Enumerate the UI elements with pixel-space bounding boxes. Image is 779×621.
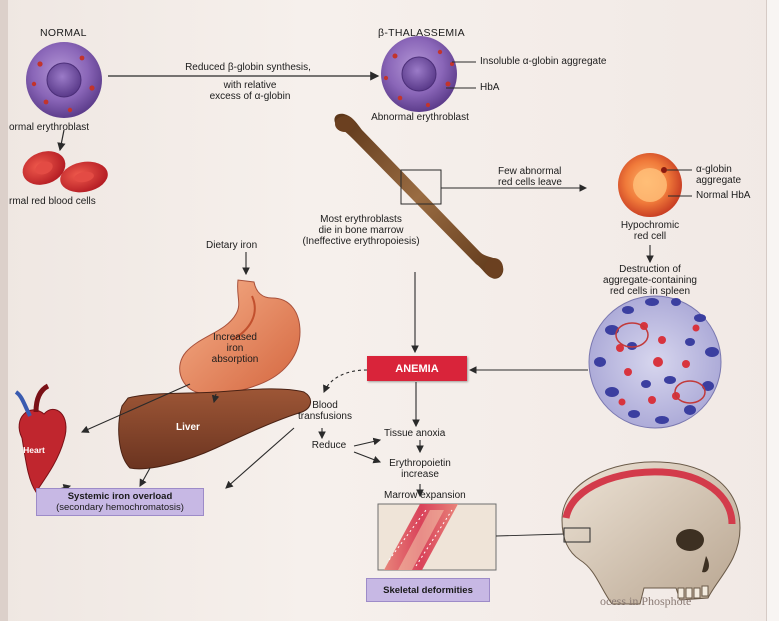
systemic-iron-overload-box: Systemic iron overload (secondary hemoch… bbox=[36, 488, 204, 516]
destruction-label: Destruction of aggregate-containing red … bbox=[590, 264, 710, 297]
systemic-iron-overload-title: Systemic iron overload bbox=[68, 491, 173, 502]
normal-erythroblast-label: ormal erythroblast bbox=[9, 122, 89, 133]
femur-bone bbox=[334, 114, 503, 279]
increased-iron-label: Increased iron absorption bbox=[200, 332, 270, 365]
normal-hba-label: Normal HbA bbox=[696, 190, 750, 201]
bottom-heading-fragment: ocess in Phosphote bbox=[600, 596, 691, 607]
normal-red-blood-cells bbox=[18, 145, 110, 195]
skeletal-deformities-box: Skeletal deformities bbox=[366, 578, 490, 602]
normal-rbc-label: rmal red blood cells bbox=[9, 196, 96, 207]
liver-label: Liver bbox=[158, 422, 218, 433]
insoluble-aggregate-label: Insoluble α-globin aggregate bbox=[480, 56, 606, 67]
few-abnormal-label: Few abnormal red cells leave bbox=[498, 166, 562, 188]
skull bbox=[562, 462, 740, 604]
erythropoietin-label: Erythropoietin increase bbox=[380, 458, 460, 480]
normal-heading: NORMAL bbox=[40, 28, 87, 39]
normal-erythroblast bbox=[26, 42, 102, 118]
most-erythroblasts-label: Most erythroblasts die in bone marrow (I… bbox=[286, 214, 436, 247]
dietary-iron-label: Dietary iron bbox=[206, 240, 257, 251]
skeletal-deformities-label: Skeletal deformities bbox=[383, 585, 473, 596]
abnormal-erythroblast bbox=[381, 36, 457, 112]
beta-thalassemia-heading: β-THALASSEMIA bbox=[378, 28, 465, 39]
reduce-label: Reduce bbox=[304, 440, 354, 451]
marrow-expansion-illustration bbox=[378, 504, 496, 570]
heart bbox=[16, 386, 66, 492]
hypochromic-red-cell bbox=[618, 153, 682, 217]
tissue-anoxia-label: Tissue anoxia bbox=[384, 428, 445, 439]
relative-excess-label: with relative excess of α-globin bbox=[185, 80, 315, 102]
alpha-aggregate-label: α-globin aggregate bbox=[696, 164, 741, 186]
spleen-section bbox=[589, 296, 721, 428]
marrow-expansion-label: Marrow expansion bbox=[384, 490, 466, 501]
hypochromic-label: Hypochromic red cell bbox=[610, 220, 690, 242]
blood-transfusions-label: Blood transfusions bbox=[290, 400, 360, 422]
heart-label: Heart bbox=[14, 445, 54, 456]
reduced-synthesis-label: Reduced β-globin synthesis, bbox=[148, 62, 348, 73]
anemia-box: ANEMIA bbox=[367, 356, 467, 381]
hba-label: HbA bbox=[480, 82, 499, 93]
abnormal-erythroblast-label: Abnormal erythroblast bbox=[360, 112, 480, 123]
systemic-iron-overload-subtitle: (secondary hemochromatosis) bbox=[56, 502, 184, 513]
